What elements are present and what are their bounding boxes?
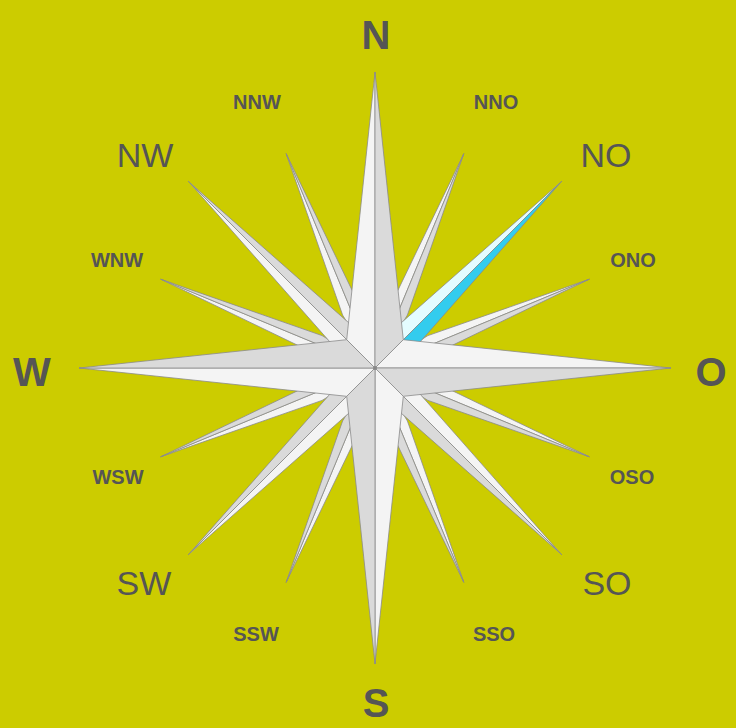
intercardinal-label: SW (117, 566, 172, 600)
rose-spikes (79, 72, 671, 664)
secondary-label: NNO (474, 92, 518, 112)
secondary-label: SSO (473, 624, 515, 644)
spike-half (375, 340, 671, 368)
cardinal-label: N (362, 15, 391, 55)
cardinal-label: S (363, 683, 390, 723)
secondary-label: ONO (610, 250, 656, 270)
spike-half (375, 368, 403, 664)
spike-half (79, 340, 375, 368)
spike-half (375, 72, 403, 368)
cardinal-label: O (695, 352, 726, 392)
secondary-label: OSO (610, 467, 654, 487)
spike-half (347, 72, 375, 368)
secondary-label: SSW (233, 624, 279, 644)
secondary-label: WNW (91, 250, 143, 270)
spike-half (375, 368, 671, 396)
secondary-label: WSW (92, 467, 143, 487)
intercardinal-label: SO (582, 566, 631, 600)
intercardinal-label: NW (117, 138, 174, 172)
intercardinal-label: NO (581, 138, 632, 172)
rose-center (373, 366, 377, 370)
spike-half (347, 368, 375, 664)
cardinal-label: W (13, 352, 51, 392)
secondary-label: NNW (233, 92, 281, 112)
spike-half (79, 368, 375, 396)
